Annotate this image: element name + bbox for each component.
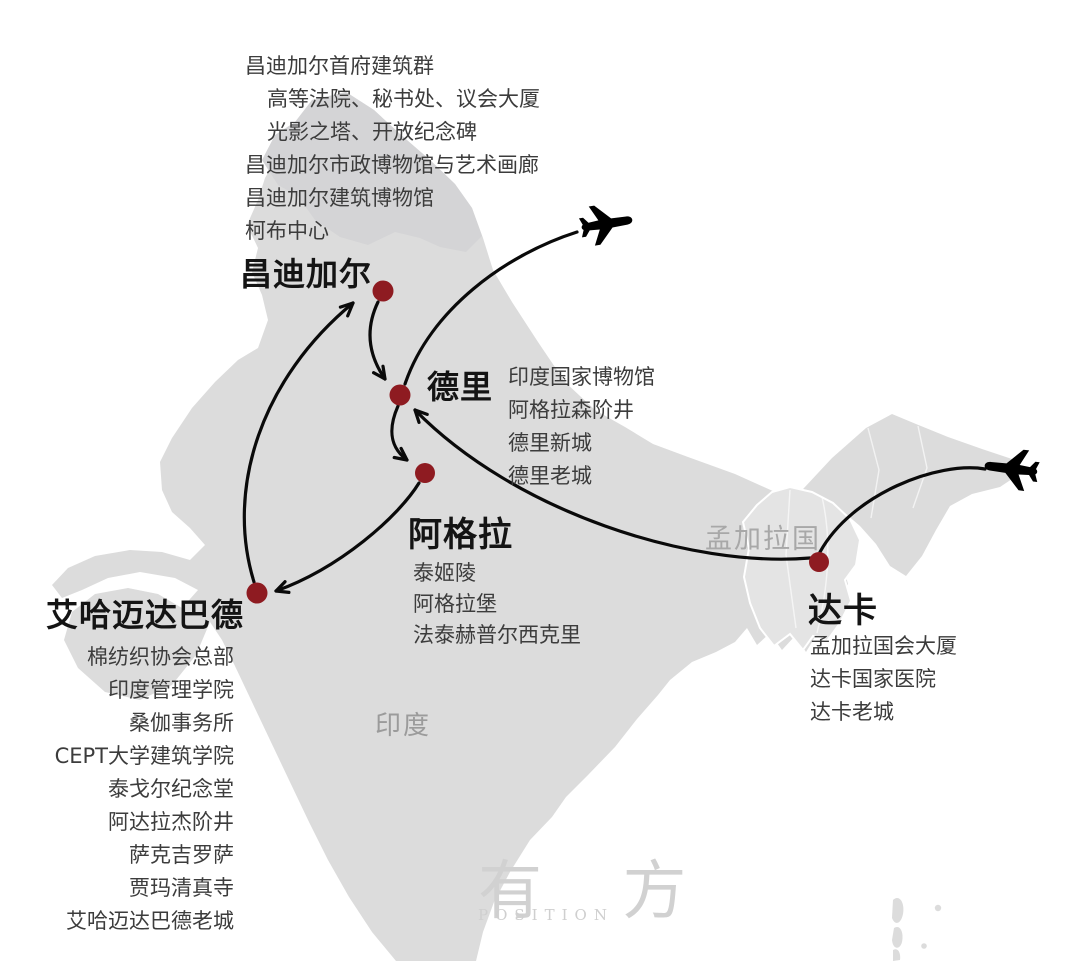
list-item: 孟加拉国会大厦: [810, 634, 957, 658]
list-item: 阿格拉森阶井: [508, 398, 634, 422]
arrowhead-into-chandigarh: [338, 301, 355, 318]
list-item: 阿达拉杰阶井: [108, 810, 234, 834]
city-label-chandigarh: 昌迪加尔: [240, 255, 373, 293]
list-item: 棉纺织协会总部: [87, 645, 234, 669]
arrowhead-into-delhi-from-chandigarh: [372, 364, 387, 381]
route-arrival-flight-to-dhaka: [818, 466, 987, 554]
list-item: 昌迪加尔首府建筑群: [245, 54, 434, 78]
airplane-departure-icon: [578, 205, 633, 246]
watermark-subtitle: POSITION: [478, 906, 614, 924]
ahmedabad-attraction-list: 棉纺织协会总部 印度管理学院 桑伽事务所 CEPT大学建筑学院 泰戈尔纪念堂 阿…: [0, 641, 234, 938]
arrowhead-into-ahmedabad: [274, 580, 291, 594]
city-label-ahmedabad: 艾哈迈达巴德: [46, 596, 245, 634]
route-departure-flight-from-delhi: [403, 230, 579, 386]
city-dot-ahmedabad: [246, 582, 268, 604]
list-item: 高等法院、秘书处、议会大厦: [267, 87, 540, 111]
route-dhaka-to-delhi: [413, 408, 812, 561]
country-label-india: 印度: [375, 711, 432, 741]
list-item: 泰姬陵: [413, 561, 476, 585]
arrowhead-into-delhi-from-dhaka: [413, 408, 429, 424]
list-item: 达卡老城: [810, 700, 894, 724]
list-item: 泰戈尔纪念堂: [108, 777, 234, 801]
delhi-attraction-list: 印度国家博物馆 阿格拉森阶井 德里新城 德里老城: [508, 361, 655, 493]
island-chain: [892, 897, 942, 961]
list-item: 德里老城: [508, 464, 592, 488]
list-item: 法泰赫普尔西克里: [413, 623, 581, 647]
list-item: 贾玛清真寺: [129, 876, 234, 900]
city-label-dhaka: 达卡: [808, 591, 878, 631]
list-item: 柯布中心: [245, 219, 329, 243]
list-item: 光影之塔、开放纪念碑: [267, 120, 477, 144]
city-label-agra: 阿格拉: [408, 515, 513, 555]
list-item: 阿格拉堡: [413, 592, 497, 616]
watermark-logo: 有 方: [478, 855, 717, 929]
list-item: CEPT大学建筑学院: [54, 744, 234, 768]
route-ahmedabad-to-chandigarh: [242, 301, 355, 584]
list-item: 达卡国家医院: [810, 667, 936, 691]
chandigarh-attraction-list: 昌迪加尔首府建筑群 高等法院、秘书处、议会大厦 光影之塔、开放纪念碑 昌迪加尔市…: [245, 50, 540, 248]
agra-attraction-list: 泰姬陵 阿格拉堡 法泰赫普尔西克里: [413, 558, 581, 651]
list-item: 桑伽事务所: [129, 711, 234, 735]
arrowhead-into-agra: [392, 446, 409, 462]
city-dot-agra: [415, 463, 435, 483]
list-item: 昌迪加尔市政博物馆与艺术画廊: [245, 153, 539, 177]
list-item: 印度管理学院: [108, 678, 234, 702]
route-chandigarh-to-delhi: [368, 300, 387, 381]
india-map-shape: [52, 92, 1024, 961]
city-dot-dhaka: [809, 552, 829, 572]
route-agra-to-ahmedabad: [274, 481, 421, 593]
list-item: 昌迪加尔建筑博物馆: [245, 186, 434, 210]
city-dot-delhi: [389, 384, 411, 406]
airplane-arrival-icon: [984, 449, 1040, 491]
city-label-delhi: 德里: [427, 368, 494, 406]
city-dots: [246, 280, 829, 604]
country-label-bangladesh: 孟加拉国: [705, 524, 821, 555]
route-arrowheads: [274, 301, 429, 594]
list-item: 艾哈迈达巴德老城: [66, 909, 234, 933]
city-dot-chandigarh: [372, 280, 394, 302]
route-delhi-to-agra: [390, 404, 409, 462]
list-item: 印度国家博物馆: [508, 365, 655, 389]
route-lines: [242, 230, 987, 593]
dhaka-attraction-list: 孟加拉国会大厦 达卡国家医院 达卡老城: [810, 630, 957, 729]
list-item: 萨克吉罗萨: [129, 843, 234, 867]
list-item: 德里新城: [508, 431, 592, 455]
kashmir-region-shape: [262, 92, 482, 252]
